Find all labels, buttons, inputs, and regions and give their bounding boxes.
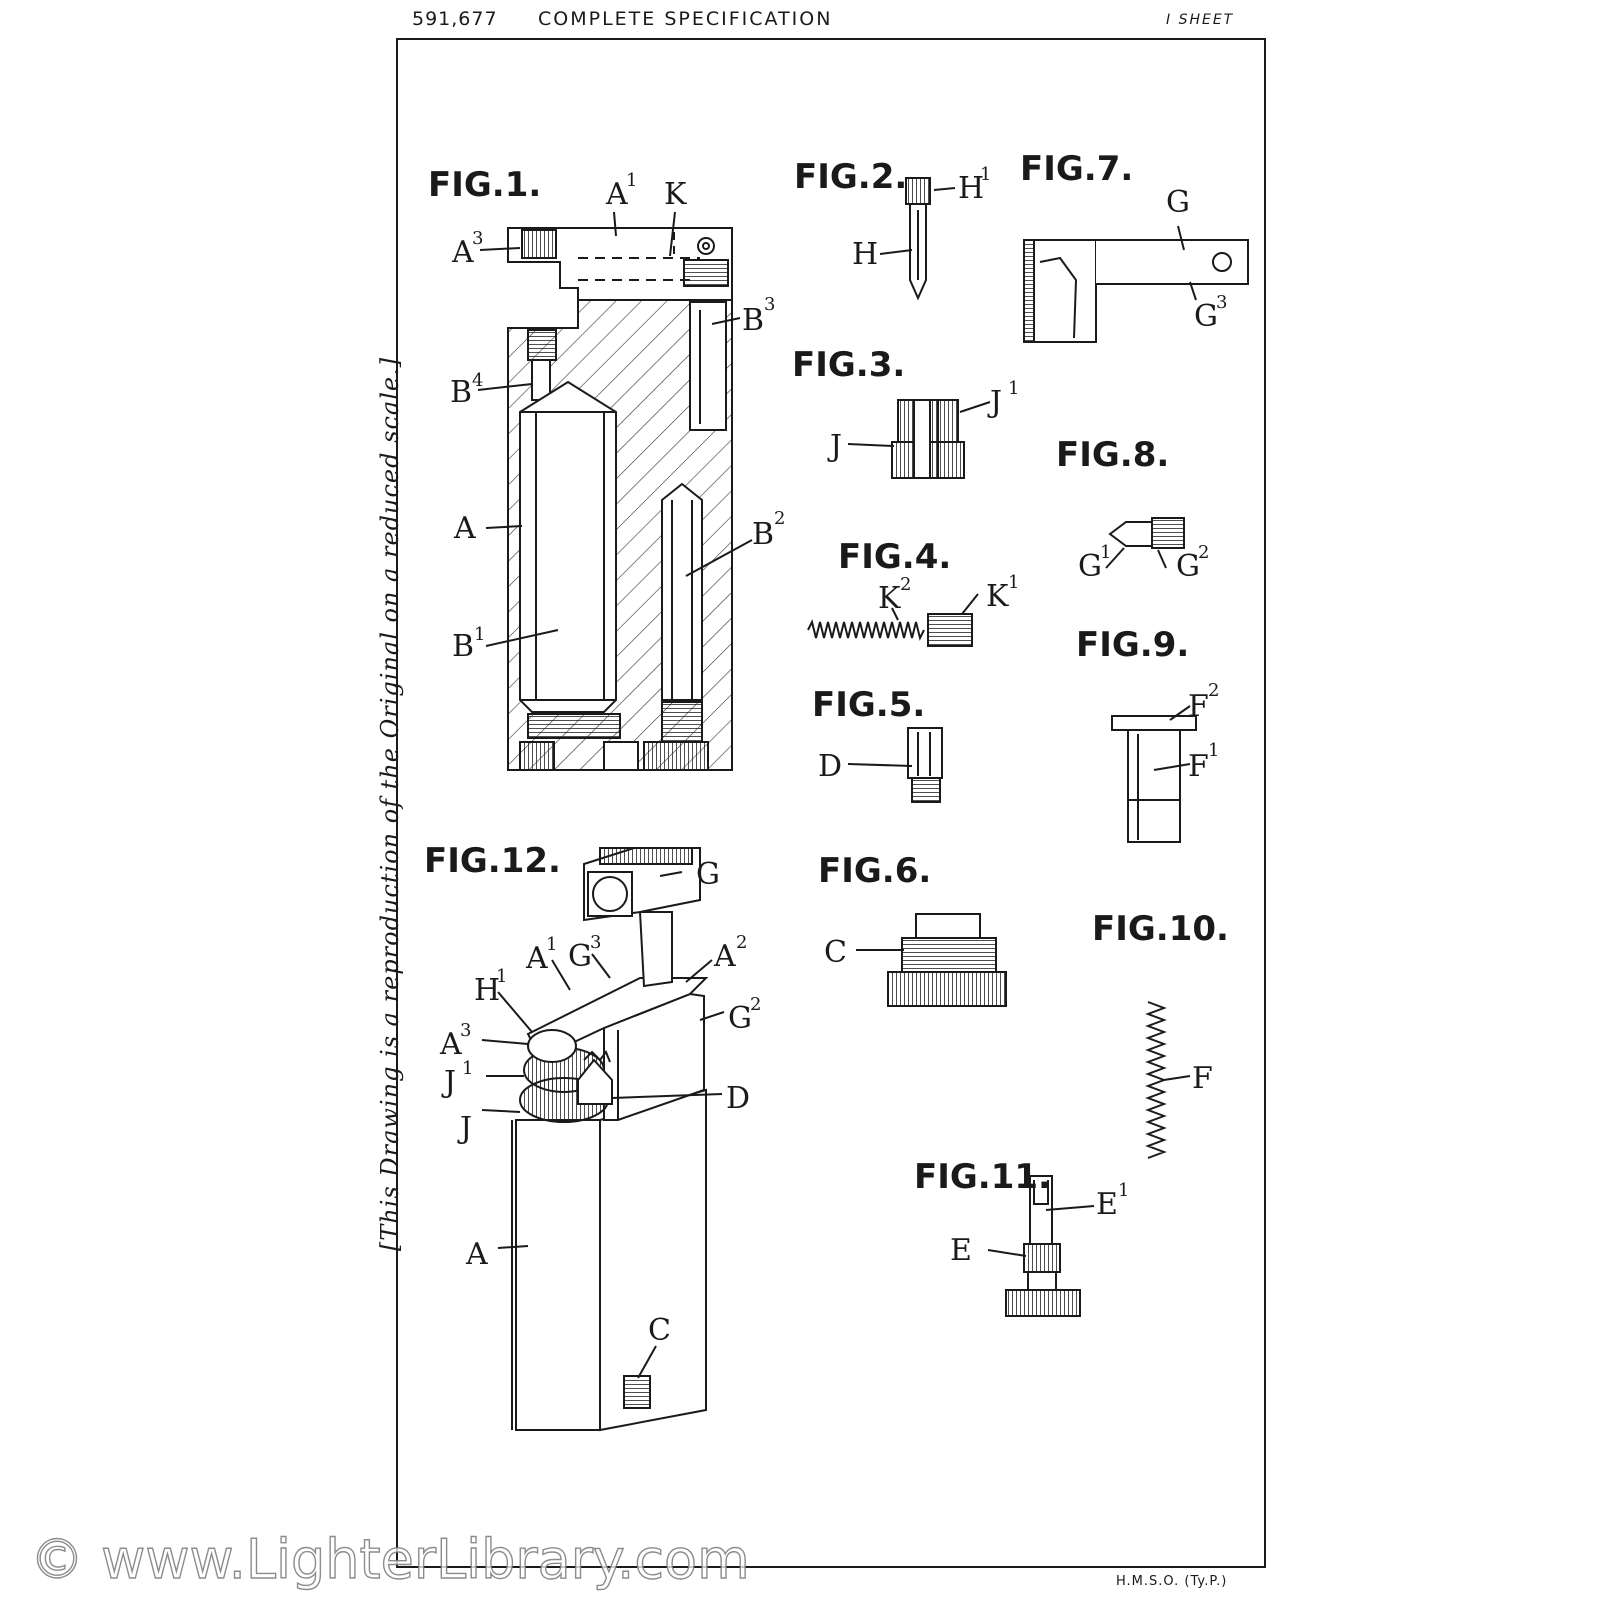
ref-letter: F — [1188, 749, 1209, 784]
ref-superscript: 3 — [460, 1020, 471, 1041]
ref-superscript: 2 — [750, 994, 761, 1015]
fig6-filler-plug — [856, 913, 1007, 1007]
ref-superscript: 3 — [764, 294, 775, 315]
fig5-wick-holder — [847, 727, 943, 803]
ref-superscript: 3 — [472, 228, 483, 249]
fig3-wheel — [847, 399, 991, 479]
ref-letter: K — [986, 579, 1009, 614]
fig3-label: FIG.3. — [792, 345, 905, 385]
ref-superscript: 2 — [1198, 542, 1209, 563]
ref-letter: G — [728, 1001, 752, 1036]
ref-superscript: 1 — [496, 966, 507, 987]
ref-letter: C — [648, 1313, 671, 1348]
ref-letter: B — [742, 303, 764, 338]
ref-letter: A — [451, 235, 474, 270]
ref-superscript: 1 — [626, 170, 637, 191]
fig12-label: FIG.12. — [424, 841, 561, 881]
fig9-sleeve — [1111, 705, 1197, 843]
ref-letter: D — [726, 1081, 750, 1116]
fig11-spindle — [987, 1175, 1095, 1317]
ref-superscript: 1 — [1008, 572, 1019, 593]
ref-letter: G — [1166, 185, 1190, 220]
fig12-assembled-lighter — [481, 847, 725, 1432]
ref-superscript: 2 — [1208, 680, 1219, 701]
ref-superscript: 1 — [1208, 740, 1219, 761]
fig6-label: FIG.6. — [818, 851, 931, 891]
ref-letter: A — [525, 941, 548, 976]
header-title: COMPLETE SPECIFICATION — [538, 8, 833, 30]
fig1-label: FIG.1. — [428, 165, 541, 205]
ref-superscript: 2 — [736, 932, 747, 953]
ref-letter: H — [958, 171, 984, 206]
ref-letter: B — [450, 375, 472, 410]
watermark: © www.LighterLibrary.com — [29, 1527, 750, 1591]
ref-letter: E — [950, 1233, 972, 1268]
printer-credit: H.M.S.O. (Ty.P.) — [1116, 1574, 1228, 1589]
ref-letter: B — [752, 517, 774, 552]
fig4-spring-plunger — [807, 593, 979, 647]
ref-letter: C — [824, 935, 847, 970]
fig8-pin — [1105, 517, 1185, 569]
fig10-spring — [1145, 1001, 1191, 1159]
ref-letter: J — [987, 385, 1002, 420]
fig1-section-drawing — [477, 211, 753, 771]
ref-superscript: 3 — [590, 932, 601, 953]
ref-letter: A — [465, 1237, 488, 1272]
fig5-label: FIG.5. — [812, 685, 925, 725]
fig2-flint-screw — [879, 177, 956, 301]
ref-superscript: 1 — [474, 624, 485, 645]
ref-superscript: 3 — [1216, 292, 1227, 313]
ref-letter: H — [474, 973, 500, 1008]
fig9-label: FIG.9. — [1076, 625, 1189, 665]
fig10-label: FIG.10. — [1092, 909, 1229, 949]
fig8-label: FIG.8. — [1056, 435, 1169, 475]
ref-superscript: 1 — [1118, 1180, 1129, 1201]
fig7-label: FIG.7. — [1020, 149, 1133, 189]
ref-superscript: 1 — [980, 164, 991, 185]
ref-letter: G — [1194, 299, 1218, 334]
ref-superscript: 1 — [462, 1058, 473, 1079]
ref-letter: A — [453, 511, 476, 546]
ref-letter: A — [713, 939, 736, 974]
ref-letter: J — [457, 1111, 472, 1146]
fig4-label: FIG.4. — [838, 537, 951, 577]
ref-letter: G — [1176, 549, 1200, 584]
ref-letter: D — [818, 749, 842, 784]
ref-letter: A — [605, 177, 628, 212]
ref-letter: H — [852, 237, 878, 272]
fig7-cap — [1023, 225, 1249, 343]
fig2-label: FIG.2. — [794, 157, 907, 197]
ref-superscript: 2 — [900, 574, 911, 595]
ref-superscript: 1 — [1008, 378, 1019, 399]
ref-letter: A — [439, 1027, 462, 1062]
sheet-count: I SHEET — [1166, 12, 1235, 28]
patent-number: 591,677 — [412, 8, 498, 30]
ref-superscript: 1 — [1100, 542, 1111, 563]
ref-superscript: 1 — [546, 934, 557, 955]
ref-letter: E — [1096, 1187, 1118, 1222]
drawing-frame — [396, 38, 1266, 1568]
ref-letter: J — [827, 429, 842, 464]
ref-letter: J — [441, 1065, 456, 1100]
ref-superscript: 2 — [774, 508, 785, 529]
ref-letter: K — [878, 581, 901, 616]
ref-letter: G — [1078, 549, 1102, 584]
ref-letter: F — [1192, 1061, 1213, 1096]
fig11-label: FIG.11. — [914, 1157, 1051, 1197]
ref-letter: K — [664, 177, 687, 212]
ref-letter: F — [1188, 689, 1209, 724]
ref-letter: G — [568, 939, 592, 974]
ref-superscript: 4 — [472, 370, 483, 391]
ref-letter: B — [452, 629, 474, 664]
ref-letter: G — [696, 857, 720, 892]
